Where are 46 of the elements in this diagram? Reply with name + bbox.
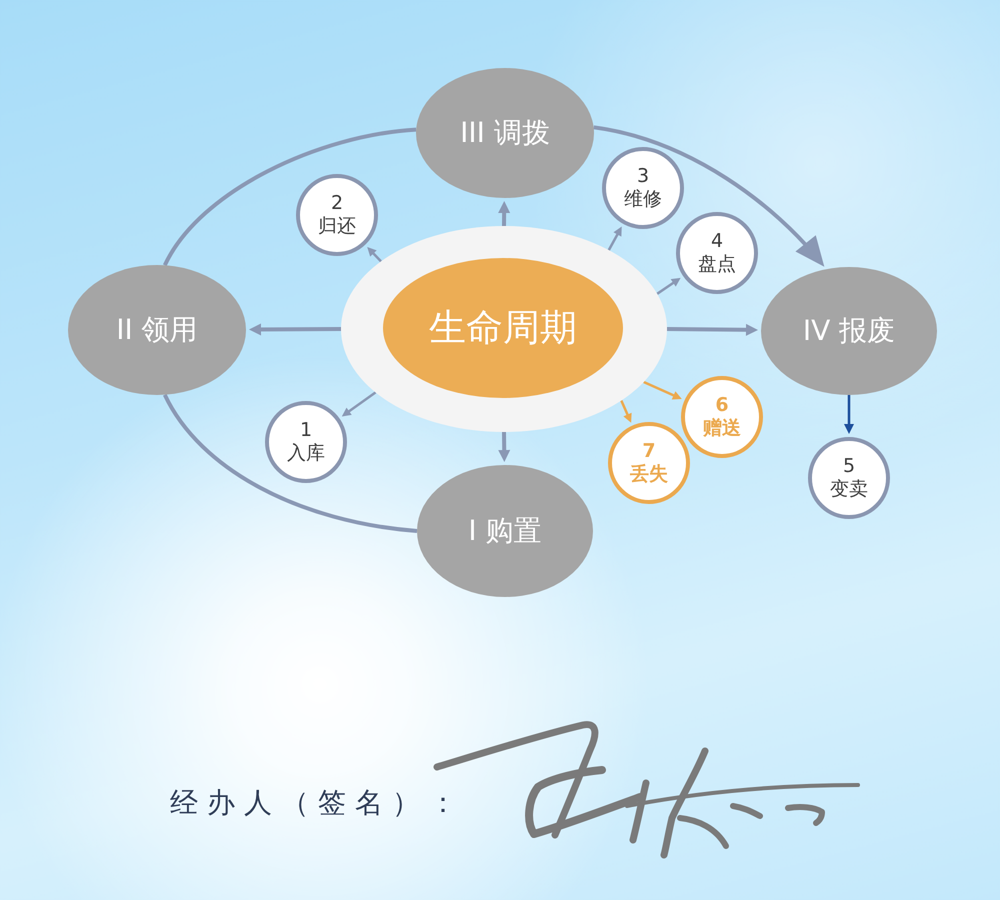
step-number: 6 [715, 394, 729, 417]
stage-ellipse [417, 465, 593, 597]
step-label: 变卖 [830, 478, 868, 501]
stage-ellipse [68, 265, 246, 395]
arrow [249, 323, 342, 336]
stage-label: IV 报废 [802, 314, 896, 348]
step-label: 丢失 [630, 463, 668, 486]
step-label: 赠送 [703, 417, 741, 440]
step-number: 2 [330, 192, 344, 215]
arrow [608, 226, 622, 251]
stage-ellipse [761, 267, 937, 395]
arrow [656, 278, 681, 295]
connector-line [163, 394, 418, 533]
step-circle [265, 401, 347, 483]
arrow [593, 125, 824, 267]
stage-label: I 购置 [468, 514, 542, 548]
step-label: 盘点 [698, 253, 736, 276]
step-number: 4 [710, 230, 724, 253]
step-circle [676, 212, 758, 294]
step-circle [602, 147, 684, 229]
arrow [643, 380, 682, 400]
arrow [666, 324, 758, 336]
arrow [844, 395, 854, 434]
arrow [620, 400, 632, 423]
stage-label: II 领用 [116, 313, 198, 347]
arrow [367, 246, 382, 262]
step-circle [808, 437, 890, 519]
stage-ellipse [416, 68, 594, 198]
arrow [342, 391, 376, 416]
stage-label: III 调拨 [460, 116, 550, 150]
step-number: 1 [300, 419, 312, 442]
step-label: 入库 [287, 442, 325, 465]
step-circle [296, 174, 378, 256]
step-number: 7 [642, 440, 656, 463]
step-number: 3 [636, 165, 650, 188]
arrow [498, 201, 510, 226]
step-circle [681, 376, 763, 458]
signature-caption: 经办人（签名）： [170, 786, 466, 820]
step-label: 维修 [624, 188, 662, 211]
step-label: 归还 [318, 215, 356, 238]
connector-line [163, 128, 416, 266]
arrow [498, 432, 510, 462]
core-ellipse [383, 258, 623, 398]
core-label: 生命周期 [429, 306, 577, 350]
step-circle [608, 422, 690, 504]
step-number: 5 [842, 455, 856, 478]
